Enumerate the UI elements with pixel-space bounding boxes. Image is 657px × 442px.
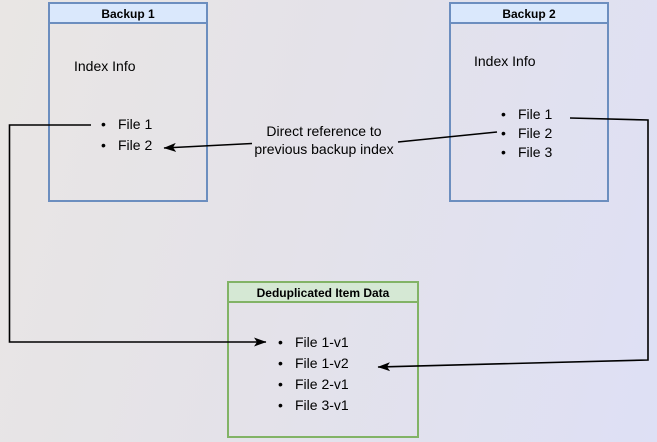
file-list-item: • File 1: [497, 105, 552, 124]
file-list-item: • File 2: [497, 124, 552, 143]
bullet-icon: •: [501, 144, 506, 160]
file-list-item: • File 1-v1: [274, 332, 349, 353]
file-label: File 1-v1: [295, 334, 349, 350]
file-list-item: • File 3: [497, 143, 552, 162]
file-label: File 1-v2: [295, 355, 349, 371]
file-label: File 1: [518, 106, 553, 122]
file-list-item: • File 2: [97, 135, 152, 156]
direct-reference-label: Direct reference to previous backup inde…: [254, 123, 394, 157]
deduplicated-item-data-box: Deduplicated Item Data: [227, 281, 419, 438]
file-label: File 3: [518, 144, 553, 160]
backup1-file-list: • File 1 • File 2: [97, 114, 152, 156]
file-list-item: • File 2-v1: [274, 374, 349, 395]
bullet-icon: •: [278, 397, 283, 413]
bullet-icon: •: [501, 125, 506, 141]
file-list-item: • File 1: [97, 114, 152, 135]
backup2-index-info-label: Index Info: [474, 53, 536, 69]
dedup-file-list: • File 1-v1 • File 1-v2 • File 2-v1 • Fi…: [274, 332, 349, 416]
file-label: File 2: [518, 125, 553, 141]
bullet-icon: •: [278, 355, 283, 371]
bullet-icon: •: [501, 106, 506, 122]
file-label: File 2-v1: [295, 376, 349, 392]
backup1-header: Backup 1: [50, 4, 206, 24]
file-list-item: • File 3-v1: [274, 395, 349, 416]
file-label: File 1: [118, 116, 153, 132]
bullet-icon: •: [101, 137, 106, 153]
backup1-box: Backup 1: [48, 2, 208, 202]
backup2-header: Backup 2: [451, 4, 607, 24]
backup1-index-info-label: Index Info: [74, 58, 136, 74]
backup2-file-list: • File 1 • File 2 • File 3: [497, 105, 552, 162]
bullet-icon: •: [278, 376, 283, 392]
backup2-box: Backup 2: [449, 2, 609, 202]
bullet-icon: •: [101, 116, 106, 132]
file-label: File 3-v1: [295, 397, 349, 413]
deduplicated-item-data-header: Deduplicated Item Data: [229, 283, 417, 303]
file-list-item: • File 1-v2: [274, 353, 349, 374]
file-label: File 2: [118, 137, 153, 153]
bullet-icon: •: [278, 334, 283, 350]
